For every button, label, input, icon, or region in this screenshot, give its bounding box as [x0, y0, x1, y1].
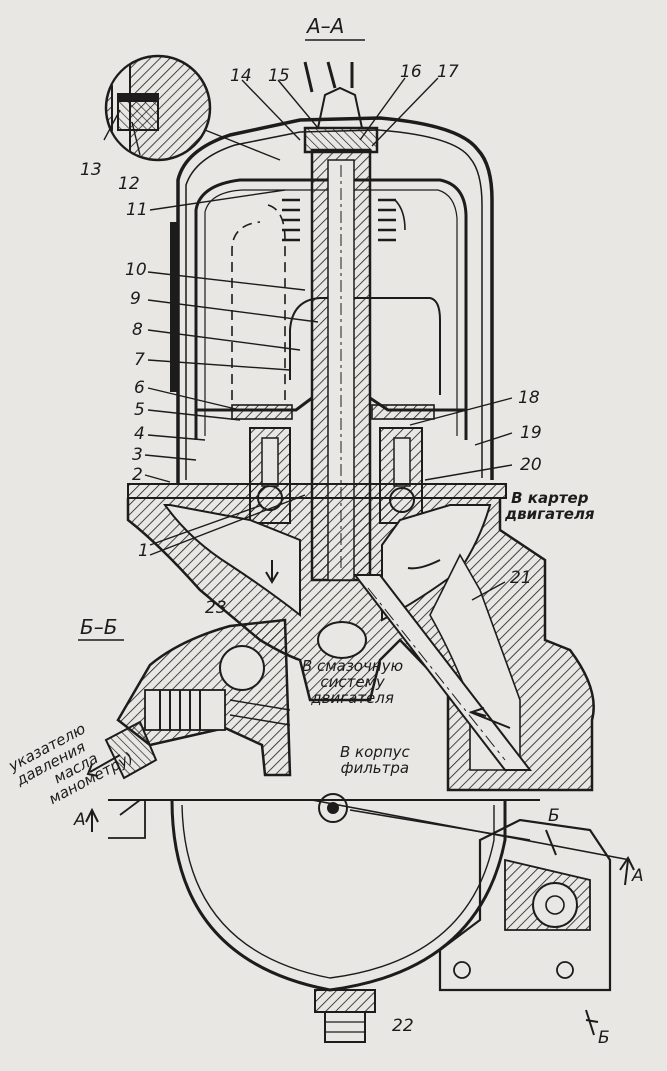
caption-to-crankcase: В картер двигателя: [505, 490, 595, 522]
part-number-label: 13: [80, 160, 102, 180]
part-number-label: 11: [126, 200, 148, 220]
section-mark-a-left: А: [74, 810, 86, 830]
part-number-label: 7: [134, 350, 145, 370]
part-number-label: 8: [132, 320, 143, 340]
part-number-label: 6: [134, 378, 145, 398]
caption-line: систему: [320, 673, 385, 691]
part-number-label: 20: [520, 455, 542, 475]
leader-lines: [144, 77, 513, 601]
part-number-label: 19: [520, 423, 542, 443]
section-mark-a-right: А: [632, 866, 644, 886]
section-mark-b-top: Б: [548, 806, 560, 826]
part-number-label: 1: [138, 541, 149, 561]
part-number-label: 2: [132, 465, 143, 485]
part-number-label: 18: [518, 388, 540, 408]
caption-line: В корпус: [340, 743, 410, 761]
bowl-outline: [170, 799, 507, 992]
caption-line: двигателя: [311, 689, 394, 707]
part-number-label: 4: [134, 424, 145, 444]
outer-cap: [176, 116, 494, 485]
section-title-aa: А–А: [307, 14, 345, 38]
caption-line: двигателя: [505, 505, 595, 523]
section-title-bb: Б–Б: [80, 615, 118, 639]
part-number-label: 17: [437, 62, 459, 82]
caption-line: В смазочную: [302, 657, 404, 675]
section-aa-drawing: [126, 61, 595, 792]
seal-detail-inset: [103, 54, 212, 162]
part-number-label: 15: [268, 66, 290, 86]
part-number-label: 21: [510, 568, 532, 588]
caption-to-lubrication: В смазочную систему двигателя: [302, 658, 403, 706]
section-bb-drawing: [86, 618, 292, 780]
part-number-label: 23: [205, 598, 227, 618]
section-mark-b-bottom: Б: [598, 1028, 610, 1048]
caption-line: фильтра: [340, 759, 410, 777]
part-number-label: 9: [130, 289, 141, 309]
part-number-label: 22: [392, 1016, 414, 1036]
part-number-label: 16: [400, 62, 422, 82]
plan-view-drawing: [85, 793, 635, 1043]
part-number-label: 3: [132, 445, 143, 465]
part-number-label: 5: [134, 400, 145, 420]
part-number-label: 10: [125, 260, 147, 280]
part-number-label: 14: [230, 66, 252, 86]
caption-line: В картер: [511, 489, 589, 507]
caption-to-filter-body: В корпус фильтра: [340, 744, 410, 776]
part-number-label: 12: [118, 174, 140, 194]
